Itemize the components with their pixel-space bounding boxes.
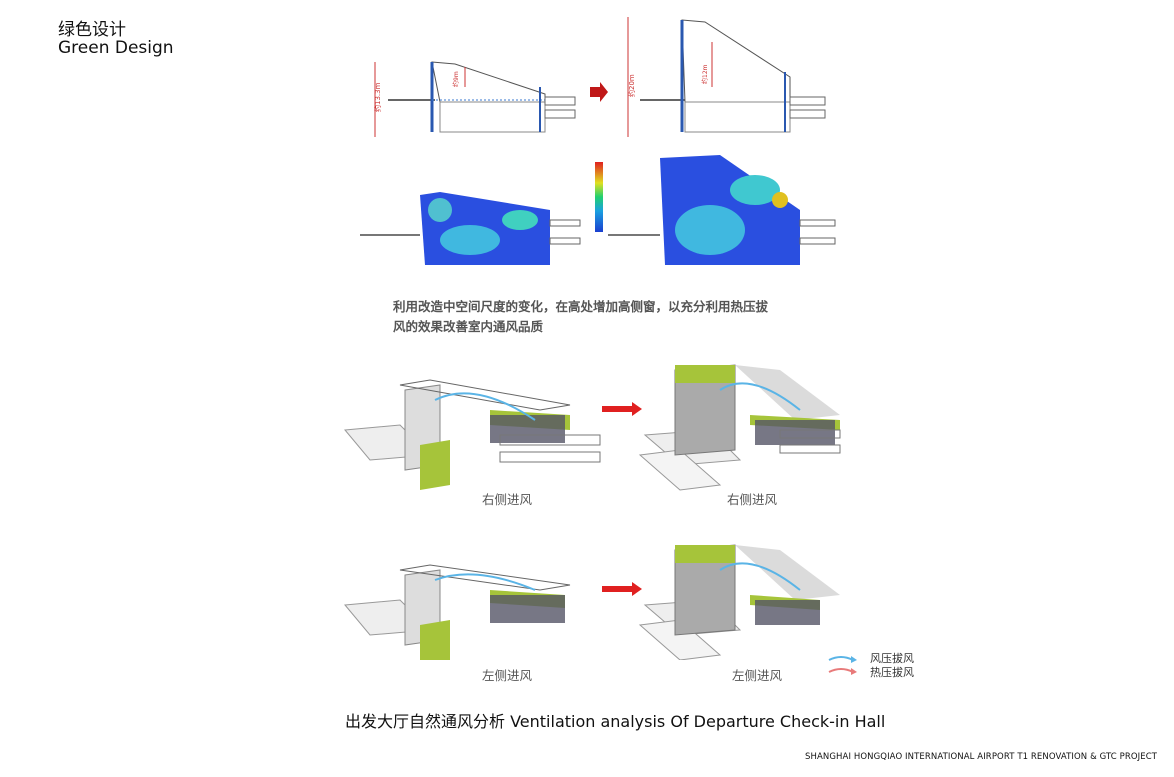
page-title-cn: 绿色设计 [58, 20, 126, 40]
figure-title: 出发大厅自然通风分析 Ventilation analysis Of Depar… [345, 712, 886, 731]
caption-right-before: 右侧进风 [481, 492, 532, 507]
iso-right-before [344, 379, 601, 490]
iso-right-after [638, 364, 841, 491]
caption-left-after: 左侧进风 [731, 668, 782, 683]
arrow-left-row [602, 582, 642, 596]
caption-right-after: 右侧进风 [726, 492, 777, 507]
iso-left-before [344, 564, 571, 660]
before-inner-label: 约9m [452, 71, 460, 87]
wind-pressure-icon [828, 656, 854, 661]
arrow-right-row [602, 402, 642, 416]
before-height-label: 约13.3m [373, 82, 382, 112]
cfd-diagrams [360, 155, 836, 265]
description-line-2: 风的效果改善室内通风品质 [393, 319, 544, 334]
description-line-1: 利用改造中空间尺度的变化，在高处增加高侧窗，以充分利用热压拔 [393, 299, 769, 314]
legend-thermal-pressure: 热压拔风 [870, 666, 914, 679]
cfd-before [360, 192, 581, 265]
section-diagrams: 约13.3m 约9m 约20m 约12m [373, 17, 826, 137]
after-height-label: 约20m [627, 74, 636, 97]
legend-arrows [828, 656, 857, 675]
thermal-pressure-icon [828, 668, 854, 673]
transition-arrow-top [590, 82, 608, 102]
caption-left-before: 左侧进风 [481, 668, 532, 683]
cfd-after [608, 155, 836, 265]
page-title-en: Green Design [58, 38, 174, 58]
project-footer: SHANGHAI HONGQIAO INTERNATIONAL AIRPORT … [805, 752, 1158, 762]
isometric-diagrams [344, 364, 841, 660]
after-inner-label: 约12m [701, 64, 709, 84]
section-before: 约13.3m 约9m [373, 61, 576, 137]
legend-wind-pressure: 风压拔风 [870, 652, 914, 665]
section-after: 约20m 约12m [627, 17, 826, 137]
cfd-color-scale [595, 162, 603, 232]
iso-left-after [638, 544, 840, 660]
